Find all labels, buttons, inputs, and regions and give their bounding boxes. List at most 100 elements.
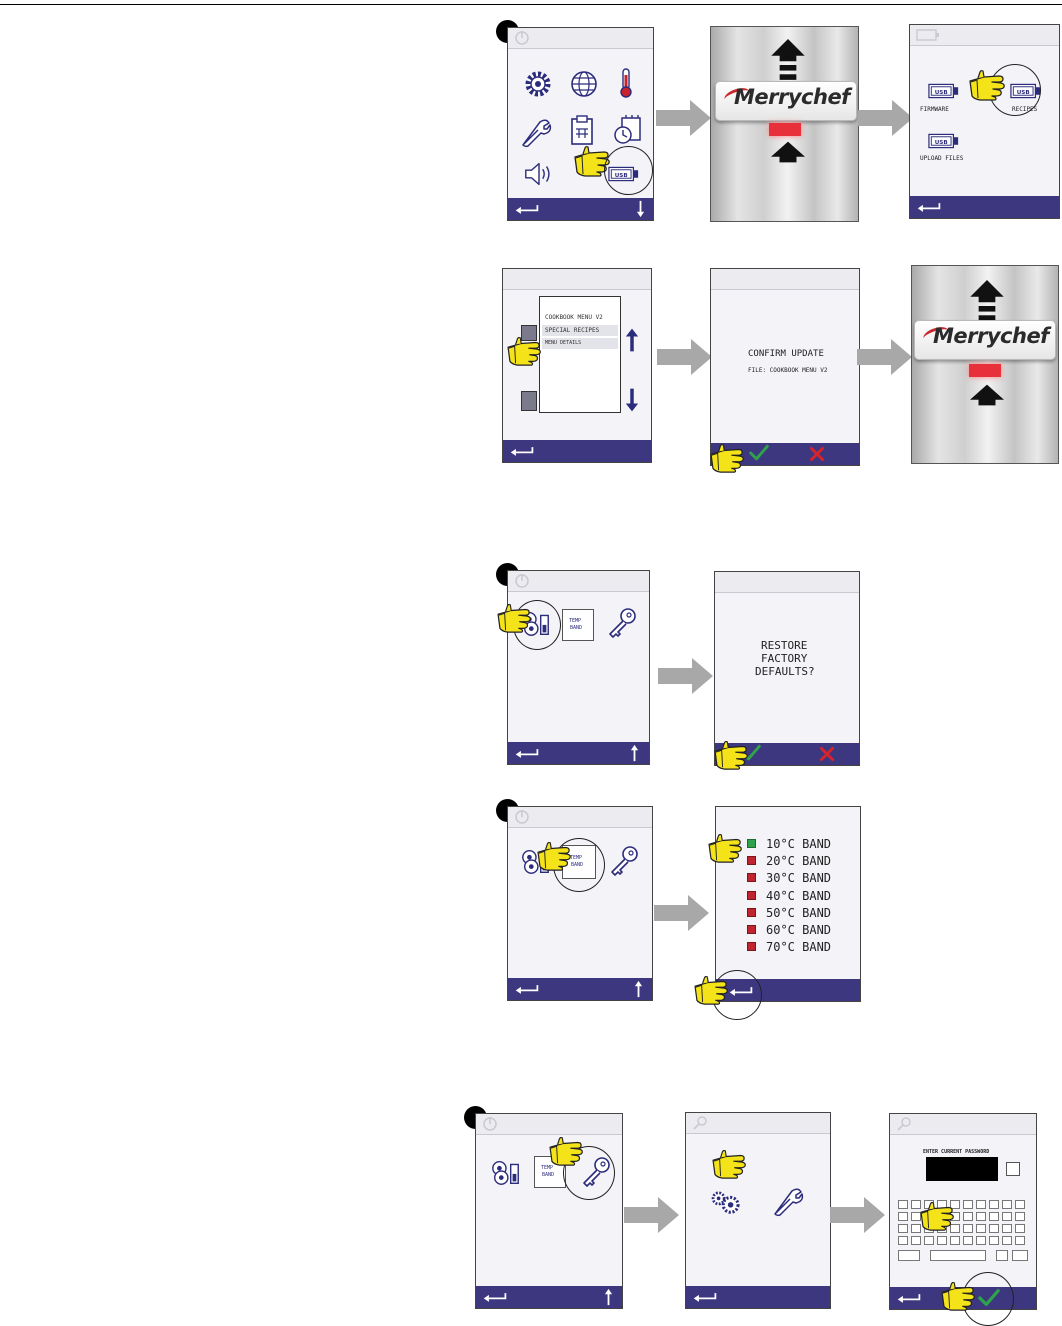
- band-label[interactable]: 60°C BAND: [766, 923, 832, 937]
- keyboard-key[interactable]: [1015, 1236, 1025, 1245]
- cancel-cross-icon[interactable]: [809, 446, 825, 462]
- keyboard-key[interactable]: [1002, 1212, 1012, 1221]
- back-icon[interactable]: [514, 748, 540, 759]
- service-menu-screen: [685, 1112, 831, 1309]
- wrench-icon[interactable]: [772, 1185, 804, 1217]
- globe-icon[interactable]: [568, 68, 600, 100]
- clear-field-icon[interactable]: [1006, 1162, 1020, 1176]
- band-checkbox-checked[interactable]: [747, 839, 756, 848]
- key-icon[interactable]: [608, 845, 640, 877]
- keyboard-key[interactable]: [989, 1236, 999, 1245]
- enter-key[interactable]: [1012, 1250, 1028, 1261]
- keyboard-key[interactable]: [911, 1200, 921, 1209]
- keyboard-key[interactable]: [1015, 1200, 1025, 1209]
- confirm-check-icon[interactable]: [749, 444, 769, 462]
- oven-front-panel: Merrychef: [710, 26, 859, 222]
- band-checkbox[interactable]: [747, 873, 756, 883]
- keyboard-key[interactable]: [911, 1212, 921, 1221]
- back-icon[interactable]: [509, 446, 535, 457]
- band-label[interactable]: 70°C BAND: [766, 940, 832, 955]
- keyboard-key[interactable]: [950, 1224, 960, 1233]
- keyboard-key[interactable]: [963, 1200, 973, 1209]
- band-checkbox[interactable]: [747, 890, 756, 900]
- keyboard-key[interactable]: [950, 1200, 960, 1209]
- keyboard-key[interactable]: [1015, 1212, 1025, 1221]
- keyboard-key[interactable]: [976, 1224, 986, 1233]
- temp-band-button[interactable]: TEMP BAND: [562, 609, 594, 641]
- cancel-cross-icon[interactable]: [819, 746, 835, 762]
- up-arrow-icon[interactable]: [604, 1288, 613, 1306]
- keyboard-key[interactable]: [898, 1224, 908, 1233]
- scroll-down-button[interactable]: [521, 391, 537, 411]
- back-icon[interactable]: [896, 1293, 922, 1304]
- keyboard-key[interactable]: [950, 1236, 960, 1245]
- pointing-hand-icon: [536, 840, 574, 872]
- keyboard-key[interactable]: [989, 1212, 999, 1221]
- band-label[interactable]: 10°C BAND: [766, 837, 832, 851]
- keyboard-key[interactable]: [924, 1236, 934, 1245]
- keyboard-key[interactable]: [1015, 1224, 1025, 1233]
- clock-document-icon[interactable]: [612, 114, 644, 146]
- list-item[interactable]: SPECIAL RECIPES: [542, 325, 618, 336]
- keyboard-key[interactable]: [911, 1224, 921, 1233]
- settings-submenu-screen: TEMP BAND: [475, 1113, 623, 1309]
- back-icon[interactable]: [514, 984, 540, 995]
- speaker-icon[interactable]: [522, 160, 556, 188]
- keyboard-key[interactable]: [963, 1212, 973, 1221]
- band-checkbox[interactable]: [747, 856, 756, 866]
- usb-icon[interactable]: [928, 133, 960, 149]
- keyboard-key[interactable]: [1002, 1236, 1012, 1245]
- keyboard-key[interactable]: [963, 1224, 973, 1233]
- band-checkbox[interactable]: [747, 925, 756, 934]
- band-label[interactable]: 50°C BAND: [766, 905, 832, 920]
- keyboard-key[interactable]: [898, 1212, 908, 1221]
- keyboard-key[interactable]: [976, 1212, 986, 1221]
- brand-logo-text: Merrychef: [933, 324, 1049, 348]
- usb-icon[interactable]: [928, 83, 960, 99]
- down-arrow-icon[interactable]: [625, 387, 639, 413]
- key-icon[interactable]: [606, 607, 638, 639]
- confirm-update-title: CONFIRM UPDATE: [748, 349, 824, 359]
- back-icon[interactable]: [482, 1292, 508, 1303]
- back-icon[interactable]: [514, 204, 540, 215]
- keyboard-key[interactable]: [898, 1200, 908, 1209]
- file-list: COOKBOOK MENU V2 SPECIAL RECIPES MENU DE…: [539, 296, 621, 413]
- keyboard-key[interactable]: [976, 1200, 986, 1209]
- list-item[interactable]: COOKBOOK MENU V2: [545, 314, 603, 321]
- band-checkbox[interactable]: [747, 907, 756, 917]
- upload-files-label[interactable]: UPLOAD FILES: [920, 155, 964, 162]
- up-arrow-icon[interactable]: [630, 744, 639, 762]
- wrench-icon[interactable]: [520, 116, 552, 148]
- thermometer-icon[interactable]: [616, 66, 636, 100]
- password-input[interactable]: [926, 1157, 998, 1181]
- keyboard-key[interactable]: [963, 1236, 973, 1245]
- keyboard-key[interactable]: [937, 1236, 947, 1245]
- keyboard-key[interactable]: [898, 1236, 908, 1245]
- clipboard-icon[interactable]: [566, 114, 598, 146]
- band-label[interactable]: 30°C BAND: [766, 871, 832, 886]
- band-checkbox[interactable]: [747, 942, 756, 952]
- up-arrow-icon[interactable]: [625, 327, 639, 353]
- firmware-label[interactable]: FIRMWARE: [920, 106, 949, 113]
- band-label[interactable]: 20°C BAND: [766, 854, 832, 869]
- shift-key[interactable]: [898, 1250, 920, 1261]
- keyboard-key[interactable]: [989, 1224, 999, 1233]
- up-arrow-icon[interactable]: [634, 980, 643, 998]
- band-label[interactable]: 40°C BAND: [766, 888, 832, 903]
- keyboard-key[interactable]: [1002, 1224, 1012, 1233]
- scroll-up-button[interactable]: [521, 325, 537, 341]
- cogs-icon[interactable]: [710, 1191, 742, 1215]
- space-bar[interactable]: [930, 1250, 986, 1261]
- keyboard-key[interactable]: [989, 1200, 999, 1209]
- back-icon[interactable]: [916, 202, 942, 213]
- restore-defaults-icon[interactable]: [490, 1158, 522, 1186]
- list-item[interactable]: MENU DETAILS: [542, 338, 618, 349]
- gear-icon[interactable]: [522, 68, 554, 100]
- keyboard-key[interactable]: [1002, 1200, 1012, 1209]
- keyboard-key[interactable]: [911, 1236, 921, 1245]
- back-icon[interactable]: [692, 1292, 718, 1303]
- restore-line: DEFAULTS?: [755, 665, 815, 678]
- backspace-key[interactable]: [996, 1250, 1008, 1261]
- keyboard-key[interactable]: [976, 1236, 986, 1245]
- down-arrow-icon[interactable]: [636, 200, 645, 218]
